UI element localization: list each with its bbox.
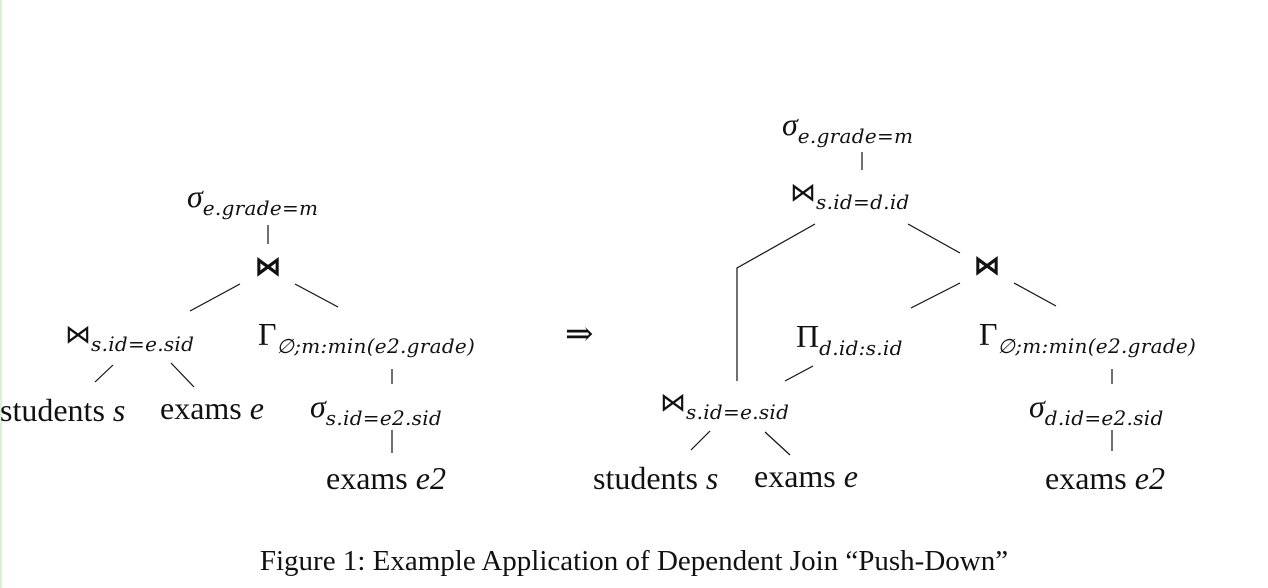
- right-inner-selection: σd.id=e2.sid: [1029, 390, 1164, 428]
- right-students-relation: students s: [593, 462, 718, 494]
- pi-symbol: Π: [796, 318, 820, 354]
- left-exams-relation: exams e: [160, 392, 264, 424]
- edge-left-depjoin-to-join: [189, 283, 241, 312]
- selection-condition: d.id=e2.sid: [1044, 406, 1164, 430]
- join-condition: s.id=e.sid: [91, 332, 195, 356]
- join-condition: s.id=d.id: [816, 190, 910, 214]
- figure-caption: Figure 1: Example Application of Depende…: [259, 545, 1009, 577]
- sigma-symbol: σ: [310, 388, 326, 424]
- edge-left-depjoin-to-agg: [294, 283, 339, 308]
- dependent-join-symbol: ⋈: [255, 252, 281, 281]
- left-exams2-relation: exams e2: [326, 462, 446, 494]
- sigma-symbol: σ: [1029, 388, 1045, 424]
- edge-right-jointop-to-join: [736, 223, 816, 381]
- edge-right-join-to-students: [690, 430, 711, 451]
- edge-right-project-to-join: [784, 365, 814, 382]
- edge-left-join-to-exams: [170, 362, 195, 388]
- right-join: ⋈s.id=e.sid: [660, 388, 790, 424]
- relation-name: students: [0, 392, 105, 428]
- left-aggregation: Γ∅;m:min(e2.grade): [258, 318, 475, 356]
- sigma-symbol: σ: [782, 106, 798, 142]
- edge-right-join-to-exams: [764, 431, 791, 456]
- left-dependent-join: ⋈: [255, 254, 281, 280]
- left-edge-bar: [0, 0, 2, 588]
- edge-right-jointop-to-depjoin: [907, 223, 961, 254]
- right-dependent-join: ⋈: [974, 253, 1000, 279]
- join-condition: s.id=e.sid: [686, 400, 790, 424]
- right-top-join: ⋈s.id=d.id: [790, 178, 910, 214]
- selection-condition: s.id=e2.sid: [325, 406, 443, 430]
- right-exams-relation: exams e: [754, 460, 858, 492]
- right-root-selection: σe.grade=m: [782, 108, 913, 146]
- selection-condition: e.grade=m: [202, 196, 319, 220]
- aggregation-spec: ∅;m:min(e2.grade): [997, 334, 1197, 358]
- gamma-symbol: Γ: [258, 316, 277, 352]
- selection-condition: e.grade=m: [797, 124, 914, 148]
- join-symbol: ⋈: [65, 320, 91, 349]
- transformation-arrow: ⇒: [565, 316, 594, 353]
- aggregation-spec: ∅;m:min(e2.grade): [276, 334, 476, 358]
- sigma-symbol: σ: [187, 178, 203, 214]
- gamma-symbol: Γ: [979, 316, 998, 352]
- relation-alias: s: [705, 460, 719, 496]
- right-aggregation: Γ∅;m:min(e2.grade): [979, 318, 1196, 356]
- left-root-selection: σe.grade=m: [187, 180, 318, 218]
- relation-alias: s: [112, 392, 126, 428]
- left-inner-selection: σs.id=e2.sid: [310, 390, 442, 428]
- relation-name: students: [593, 460, 698, 496]
- edge-right-depjoin-to-agg: [1013, 282, 1057, 307]
- join-symbol: ⋈: [790, 178, 816, 207]
- relation-name: exams: [754, 458, 836, 494]
- relation-name: exams: [160, 390, 242, 426]
- right-exams2-relation: exams e2: [1045, 462, 1165, 494]
- left-students-relation: students s: [0, 394, 125, 426]
- projection-spec: d.id:s.id: [819, 336, 903, 360]
- relation-alias: e2: [415, 460, 446, 496]
- left-join: ⋈s.id=e.sid: [65, 320, 195, 356]
- relation-alias: e: [843, 458, 858, 494]
- join-symbol: ⋈: [660, 388, 686, 417]
- relation-name: exams: [1045, 460, 1127, 496]
- edge-left-join-to-students: [94, 364, 114, 383]
- relation-alias: e: [249, 390, 264, 426]
- dependent-join-symbol: ⋈: [974, 251, 1000, 280]
- right-projection: Πd.id:s.id: [796, 320, 903, 358]
- relation-alias: e2: [1134, 460, 1165, 496]
- relation-name: exams: [326, 460, 408, 496]
- edge-right-depjoin-to-project: [910, 282, 961, 309]
